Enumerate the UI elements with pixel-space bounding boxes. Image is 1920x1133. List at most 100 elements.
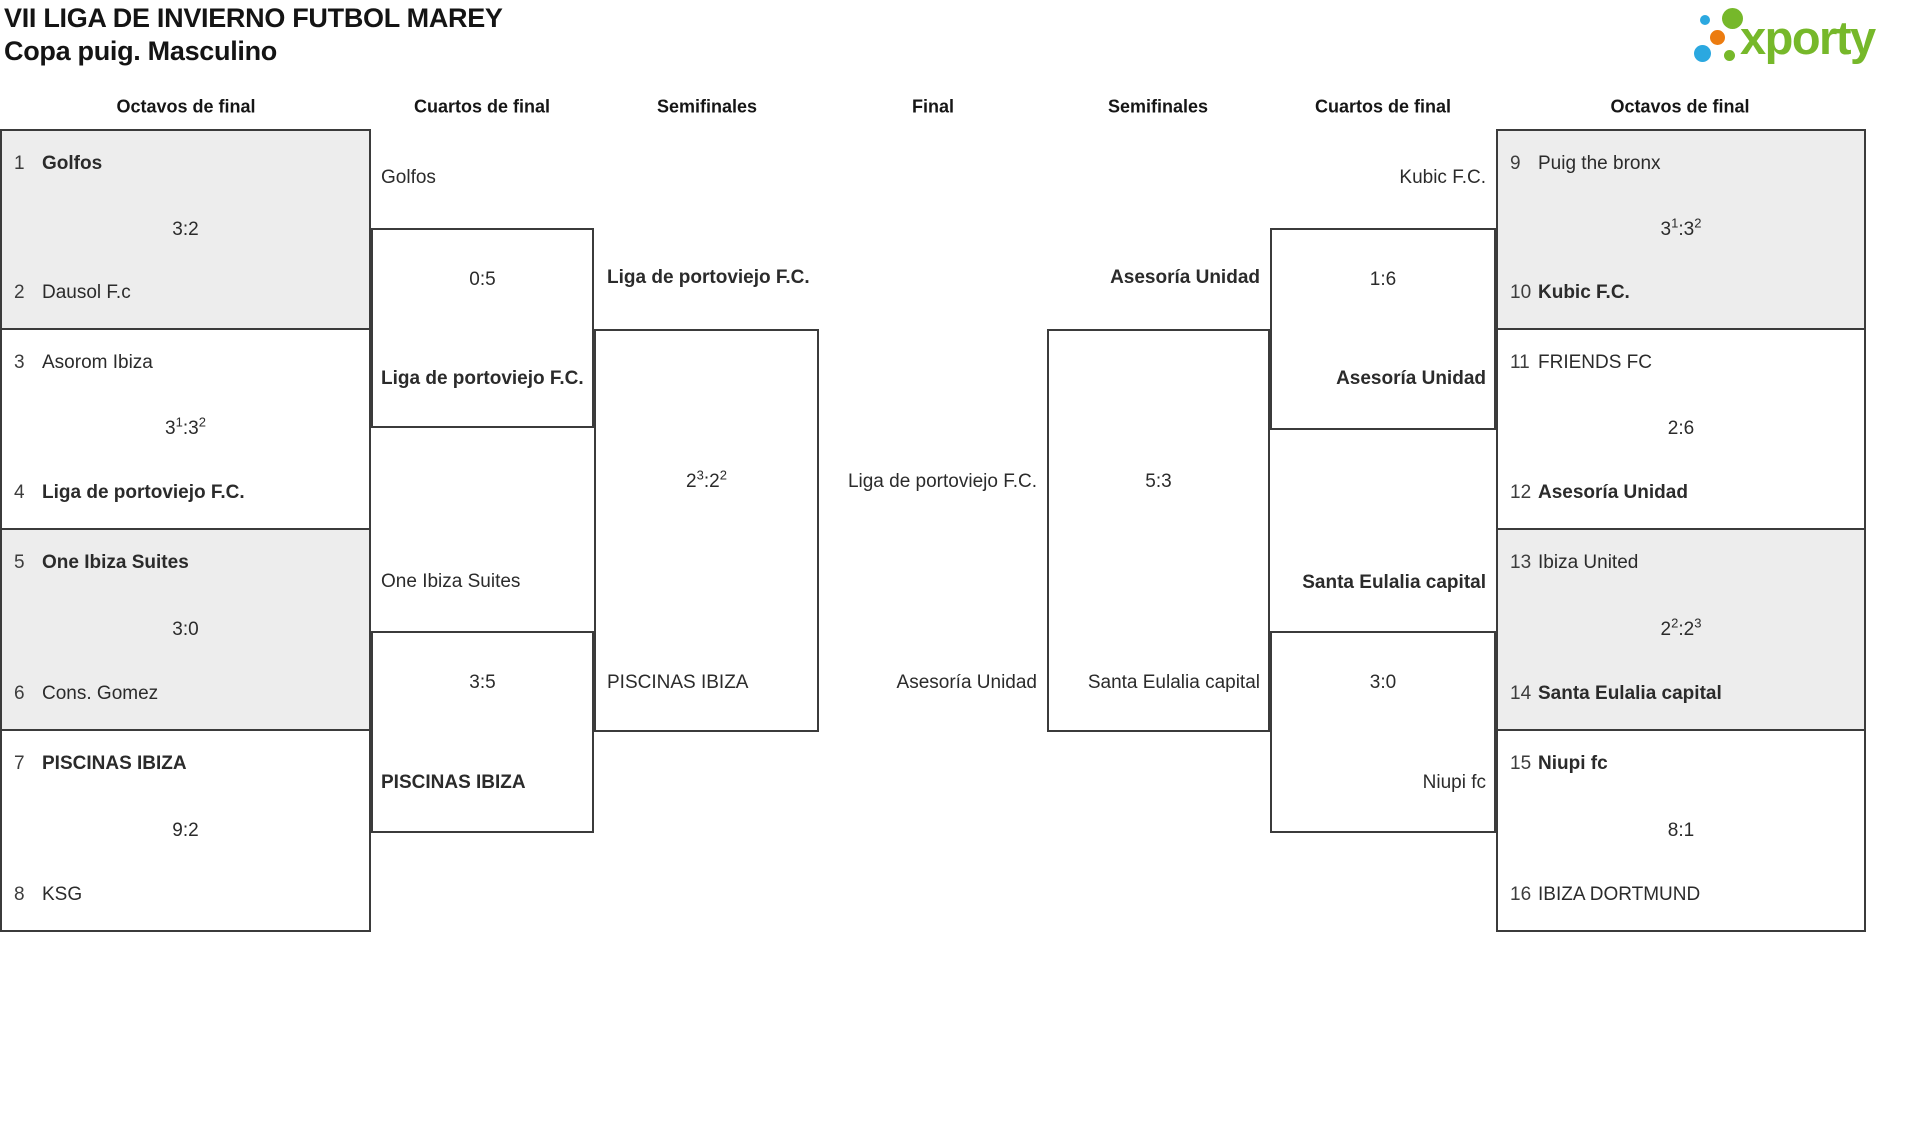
match-score[interactable]: 5:3 bbox=[1047, 471, 1270, 493]
match-box-r16-3[interactable]: 5 One Ibiza Suites 3:0 6 Cons. Gomez bbox=[0, 530, 371, 731]
team-seed: 7 bbox=[14, 753, 25, 774]
score-sep: : bbox=[1678, 618, 1684, 640]
team-name[interactable]: Liga de portoviejo F.C. bbox=[42, 482, 245, 503]
team-name[interactable]: Asorom Ibiza bbox=[42, 352, 153, 373]
team-name[interactable]: Kubic F.C. bbox=[1538, 282, 1630, 303]
score-a: 8 bbox=[1667, 819, 1679, 841]
team-seed: 1 bbox=[14, 153, 25, 174]
team-seed: 14 bbox=[1510, 683, 1532, 704]
team-name[interactable]: Asesoría Unidad bbox=[1538, 482, 1688, 503]
team-row[interactable]: 2 Dausol F.c bbox=[14, 282, 361, 304]
score-b-sup: 3 bbox=[1694, 615, 1702, 631]
team-seed: 13 bbox=[1510, 552, 1532, 573]
score-b: 2 bbox=[709, 471, 720, 492]
team-seed: 3 bbox=[14, 352, 25, 373]
score-sep: : bbox=[479, 672, 486, 693]
match-box-r16-2[interactable]: 3 Asorom Ibiza 31:32 4 Liga de portoviej… bbox=[0, 330, 371, 530]
team-name[interactable]: Dausol F.c bbox=[42, 282, 131, 303]
team-row[interactable]: 13 Ibiza United bbox=[1510, 552, 1856, 574]
logo-dot-green-small bbox=[1724, 50, 1735, 61]
team-name[interactable]: Liga de portoviejo F.C. bbox=[607, 267, 810, 288]
team-name[interactable]: One Ibiza Suites bbox=[42, 552, 189, 573]
match-score[interactable]: 3:5 bbox=[371, 672, 594, 694]
score-sep: : bbox=[703, 471, 710, 492]
match-box-r16-5[interactable]: 9 Puig the bronx 31:32 10 Kubic F.C. bbox=[1496, 129, 1866, 330]
score-a: 1 bbox=[1369, 269, 1381, 290]
match-score[interactable]: 2:6 bbox=[1498, 418, 1864, 440]
team-row[interactable]: 14 Santa Eulalia capital bbox=[1510, 683, 1856, 705]
score-sep: : bbox=[1678, 218, 1684, 240]
score-b-sup: 2 bbox=[198, 414, 206, 430]
team-name[interactable]: Asesoría Unidad bbox=[896, 672, 1037, 693]
team-name[interactable]: Liga de portoviejo F.C. bbox=[847, 471, 1037, 492]
score-a: 3 bbox=[165, 418, 176, 439]
match-score[interactable]: 9:2 bbox=[2, 820, 369, 842]
team-row[interactable]: 4 Liga de portoviejo F.C. bbox=[14, 482, 361, 504]
team-row[interactable]: 16 IBIZA DORTMUND bbox=[1510, 884, 1856, 906]
team-name[interactable]: Ibiza United bbox=[1538, 552, 1639, 573]
team-row[interactable]: 3 Asorom Ibiza bbox=[14, 352, 361, 374]
match-score[interactable]: 31:32 bbox=[2, 414, 369, 440]
score-a-sup: 1 bbox=[175, 414, 183, 430]
team-row[interactable]: 11 FRIENDS FC bbox=[1510, 352, 1856, 374]
team-name[interactable]: Kubic F.C. bbox=[1399, 167, 1486, 188]
team-row[interactable]: 10 Kubic F.C. bbox=[1510, 282, 1856, 304]
team-name[interactable]: Cons. Gomez bbox=[42, 683, 159, 704]
match-score[interactable]: 23:22 bbox=[594, 467, 819, 493]
team-row[interactable]: 7 PISCINAS IBIZA bbox=[14, 753, 361, 775]
score-b: 3 bbox=[1683, 218, 1695, 240]
team-seed: 16 bbox=[1510, 884, 1532, 905]
team-name[interactable]: Niupi fc bbox=[1538, 753, 1608, 774]
score-a: 3 bbox=[1369, 672, 1381, 693]
team-name[interactable]: Liga de portoviejo F.C. bbox=[381, 368, 584, 389]
team-name[interactable]: Golfos bbox=[381, 167, 436, 188]
score-a: 2 bbox=[1667, 418, 1679, 439]
match-box-quarterfinal bbox=[1270, 631, 1496, 833]
match-box-semifinal bbox=[1047, 329, 1270, 732]
team-name[interactable]: KSG bbox=[42, 884, 83, 905]
match-box-quarterfinal bbox=[371, 228, 594, 428]
match-box-r16-4[interactable]: 7 PISCINAS IBIZA 9:2 8 KSG bbox=[0, 731, 371, 932]
match-box-r16-6[interactable]: 11 FRIENDS FC 2:6 12 Asesoría Unidad bbox=[1496, 330, 1866, 530]
team-name[interactable]: Santa Eulalia capital bbox=[1302, 572, 1486, 593]
team-name[interactable]: Golfos bbox=[42, 153, 103, 174]
match-score[interactable]: 1:6 bbox=[1270, 269, 1496, 291]
team-name[interactable]: Santa Eulalia capital bbox=[1087, 672, 1260, 693]
score-a: 2 bbox=[686, 471, 697, 492]
team-name[interactable]: FRIENDS FC bbox=[1538, 352, 1652, 373]
team-row[interactable]: 12 Asesoría Unidad bbox=[1510, 482, 1856, 504]
match-score[interactable]: 31:32 bbox=[1498, 216, 1864, 241]
team-row[interactable]: 9 Puig the bronx bbox=[1510, 153, 1856, 175]
team-row[interactable]: 8 KSG bbox=[14, 884, 361, 906]
team-name[interactable]: Asesoría Unidad bbox=[1110, 267, 1260, 288]
logo-dot-blue-small bbox=[1700, 15, 1710, 25]
team-name[interactable]: Asesoría Unidad bbox=[1336, 368, 1486, 389]
team-name[interactable]: IBIZA DORTMUND bbox=[1538, 884, 1701, 905]
match-score[interactable]: 0:5 bbox=[371, 269, 594, 291]
match-box-r16-8[interactable]: 15 Niupi fc 8:1 16 IBIZA DORTMUND bbox=[1496, 731, 1866, 932]
team-name[interactable]: PISCINAS IBIZA bbox=[381, 772, 526, 793]
team-name[interactable]: PISCINAS IBIZA bbox=[42, 753, 187, 774]
round-header-r16-left: Octavos de final bbox=[116, 96, 256, 117]
score-a-sup: 3 bbox=[696, 467, 704, 483]
team-row[interactable]: 1 Golfos bbox=[14, 153, 361, 175]
xporty-logo-text[interactable]: xporty bbox=[1740, 11, 1876, 64]
match-score[interactable]: 3:0 bbox=[1270, 672, 1496, 694]
match-box-semifinal bbox=[594, 329, 819, 732]
team-name[interactable]: PISCINAS IBIZA bbox=[607, 672, 749, 693]
team-name[interactable]: Niupi fc bbox=[1422, 772, 1486, 793]
match-box-r16-1[interactable]: 1 Golfos 3:2 2 Dausol F.c bbox=[0, 129, 371, 330]
match-score[interactable]: 22:23 bbox=[1498, 616, 1864, 641]
match-score[interactable]: 8:1 bbox=[1498, 820, 1864, 842]
team-name[interactable]: Santa Eulalia capital bbox=[1538, 683, 1722, 704]
team-name[interactable]: One Ibiza Suites bbox=[381, 571, 521, 592]
match-score[interactable]: 3:2 bbox=[2, 219, 369, 241]
team-row[interactable]: 6 Cons. Gomez bbox=[14, 683, 361, 705]
team-name[interactable]: Puig the bronx bbox=[1538, 153, 1661, 174]
score-b: 5 bbox=[485, 269, 496, 290]
page-title: VII LIGA DE INVIERNO FUTBOL MAREY Copa p… bbox=[4, 2, 503, 68]
team-row[interactable]: 5 One Ibiza Suites bbox=[14, 552, 361, 574]
team-row[interactable]: 15 Niupi fc bbox=[1510, 753, 1856, 775]
match-box-r16-7[interactable]: 13 Ibiza United 22:23 14 Santa Eulalia c… bbox=[1496, 530, 1866, 731]
match-score[interactable]: 3:0 bbox=[2, 619, 369, 641]
